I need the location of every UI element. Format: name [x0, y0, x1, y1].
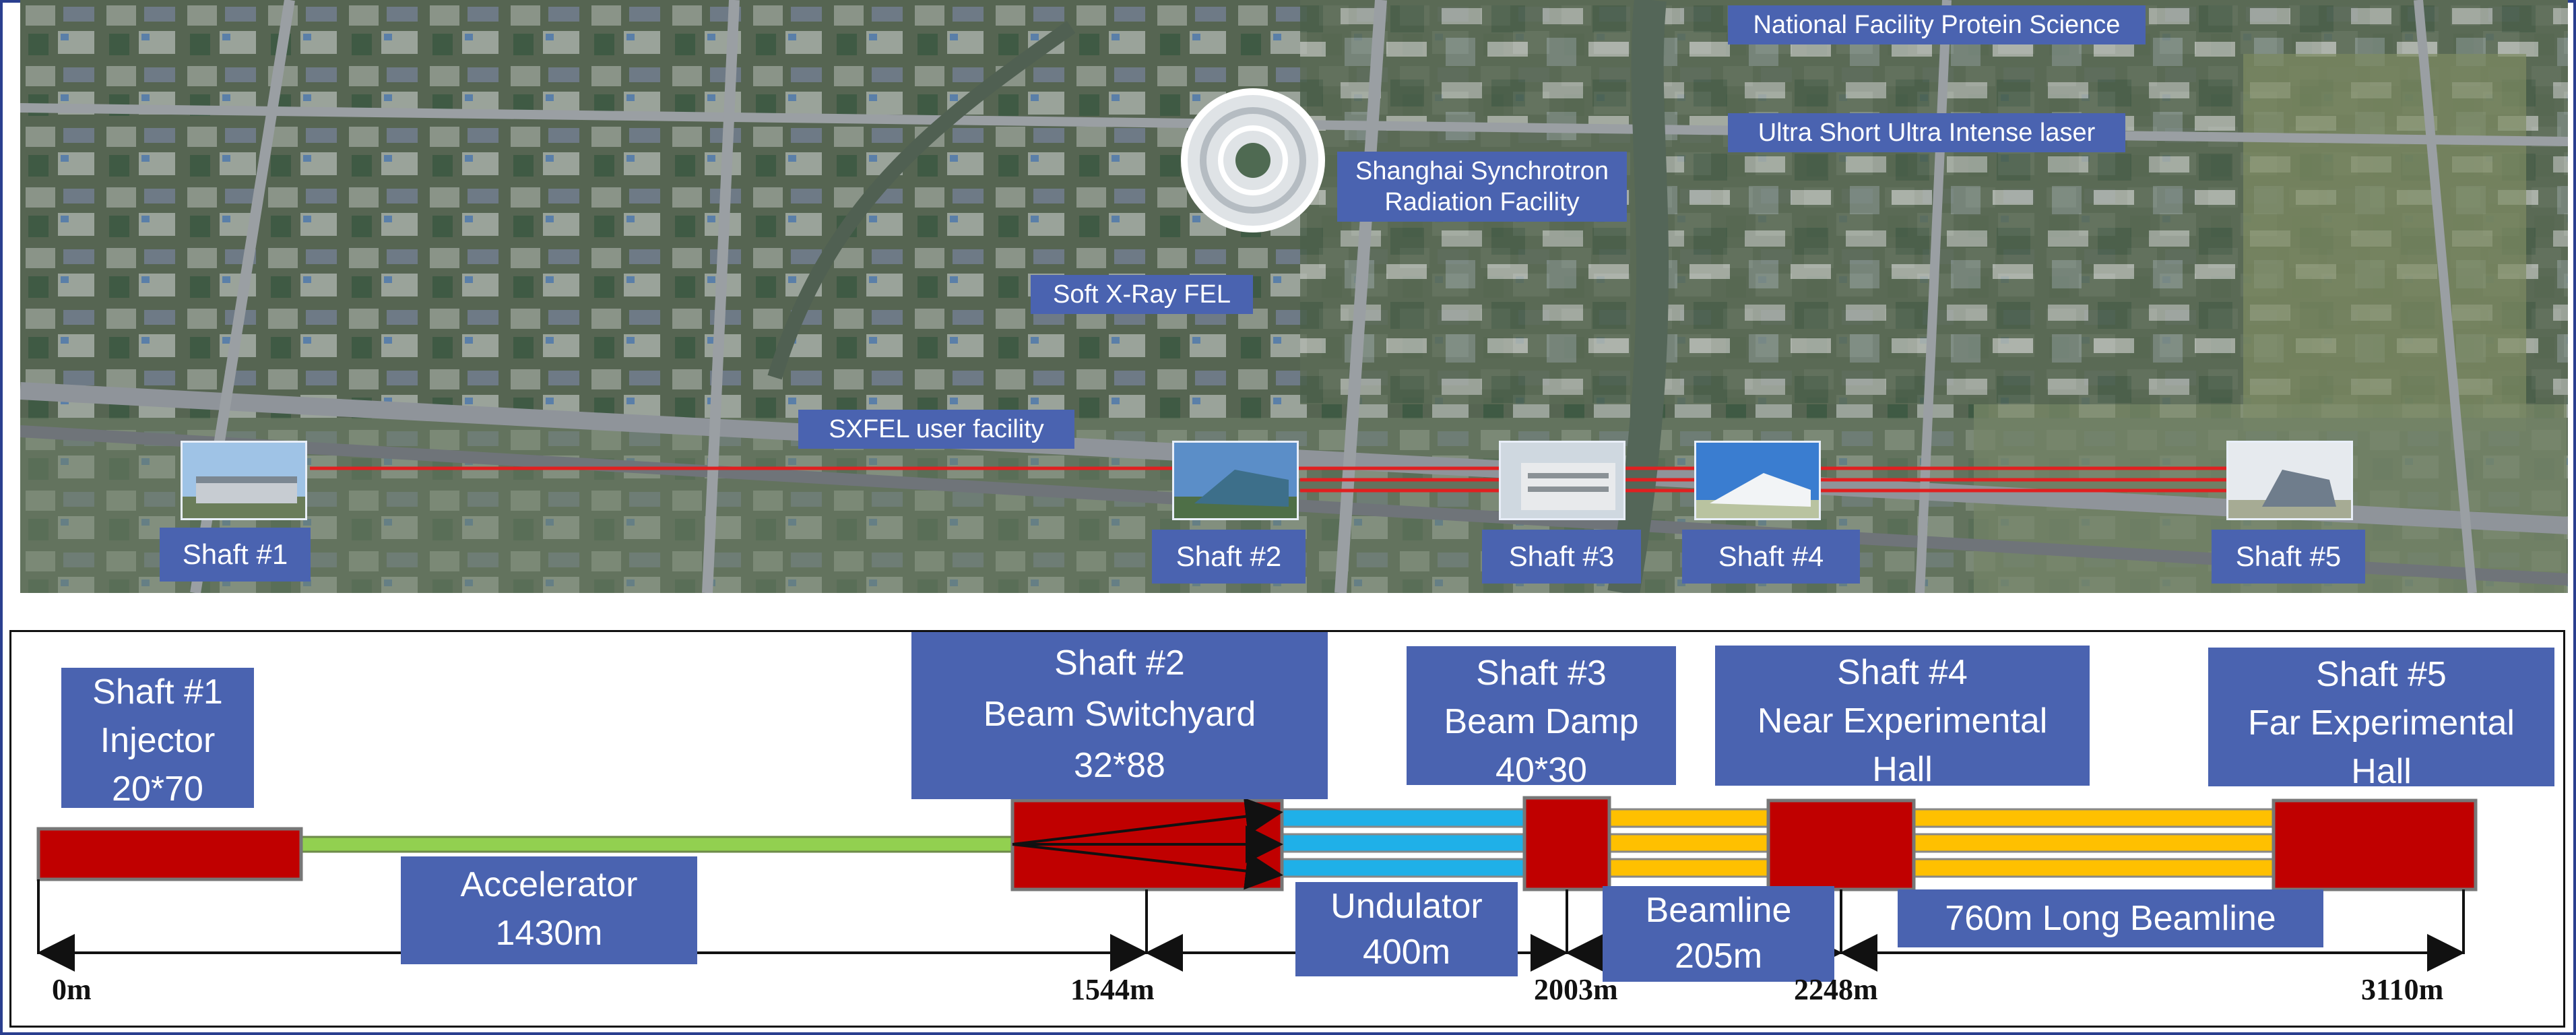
undulator-label: Undulator 400m: [1295, 882, 1518, 976]
shaft-1-label: Shaft #1 Injector 20*70: [61, 668, 254, 808]
undulator-name: Undulator: [1330, 887, 1483, 926]
beamline-line-1: [1607, 808, 1770, 828]
shaft-1-title: Shaft #1: [92, 672, 223, 712]
switchyard-arrow-1: [1012, 797, 1283, 846]
shaft-1-size: 20*70: [112, 770, 203, 808]
shaft-5-hall: Hall: [2351, 752, 2412, 786]
accelerator-name: Accelerator: [460, 865, 638, 904]
shaft-1-function: Injector: [100, 721, 216, 760]
position-0m: 0m: [52, 973, 92, 1006]
beamline-line-3: [1607, 858, 1770, 878]
shaft-2-label: Shaft #2 Beam Switchyard 32*88: [911, 632, 1328, 799]
beamline-label: Beamline 205m: [1603, 886, 1834, 982]
shaft-4-building: [1766, 798, 1916, 891]
shaft-3-function: Beam Damp: [1444, 702, 1639, 741]
label-protein-science: National Facility Protein Science: [1728, 5, 2146, 44]
position-3110m: 3110m: [2361, 973, 2444, 1006]
label-ssrf-line2: Radiation Facility: [1384, 188, 1580, 216]
layout-drawing: [36, 796, 2478, 972]
shaft-3-label: Shaft #3 Beam Damp 40*30: [1407, 646, 1676, 785]
label-ssrf-line1: Shanghai Synchrotron: [1355, 157, 1609, 185]
aerial-shaft-1-label: Shaft #1: [160, 528, 311, 582]
shaft-1-photo: [181, 441, 307, 520]
shaft-5-building: [2272, 798, 2478, 891]
accelerator-bar: [298, 836, 1025, 853]
long-beamline-line-3: [1910, 858, 2288, 878]
position-2003m: 2003m: [1534, 973, 1618, 1006]
shaft-3-size: 40*30: [1495, 751, 1587, 785]
undulator-line-1: [1281, 808, 1533, 828]
beamline-name: Beamline: [1645, 891, 1792, 930]
beamline-length: 205m: [1674, 937, 1763, 976]
shaft-4-function: Near Experimental: [1757, 701, 2048, 741]
shaft-5-function: Far Experimental: [2248, 703, 2515, 743]
long-beamline-line-2: [1910, 833, 2288, 853]
aerial-shaft-5-label: Shaft #5: [2212, 530, 2365, 584]
shaft-1-building: [36, 827, 303, 881]
shaft-2-photo: [1172, 441, 1299, 520]
layout-diagram: Shaft #1 Injector 20*70 Shaft #2 Beam Sw…: [9, 630, 2565, 1028]
accelerator-length: 1430m: [495, 914, 603, 953]
shaft-4-photo: [1694, 441, 1821, 520]
aerial-shaft-2-label: Shaft #2: [1152, 530, 1306, 584]
label-laser: Ultra Short Ultra Intense laser: [1728, 113, 2125, 152]
undulator-line-3: [1281, 858, 1533, 878]
long-beamline-label: 760m Long Beamline: [1898, 889, 2323, 947]
shaft-4-label: Shaft #4 Near Experimental Hall: [1715, 646, 2090, 786]
label-soft-xray-fel: Soft X-Ray FEL: [1031, 275, 1253, 314]
position-1544m: 1544m: [1070, 973, 1155, 1006]
shaft-5-label: Shaft #5 Far Experimental Hall: [2208, 648, 2554, 786]
shaft-2-title: Shaft #2: [1054, 644, 1185, 683]
undulator-line-2: [1281, 833, 1533, 853]
shaft-4-title: Shaft #4: [1837, 653, 1968, 692]
shaft-2-function: Beam Switchyard: [983, 695, 1256, 734]
label-sxfel-user-facility: SXFEL user facility: [798, 410, 1074, 449]
shaft-4-hall: Hall: [1872, 750, 1933, 786]
shaft-3-photo: [1499, 441, 1625, 520]
shaft-3-title: Shaft #3: [1476, 654, 1607, 693]
beamline-line-2: [1607, 833, 1770, 853]
shaft-2-size: 32*88: [1074, 746, 1165, 785]
shaft-3-building: [1522, 796, 1611, 891]
accelerator-label: Accelerator 1430m: [401, 856, 697, 964]
undulator-length: 400m: [1362, 933, 1451, 972]
shaft-5-title: Shaft #5: [2316, 655, 2447, 694]
shaft-5-photo: [2226, 441, 2353, 520]
switchyard-arrow-3: [1012, 843, 1283, 890]
aerial-shaft-4-label: Shaft #4: [1682, 530, 1860, 584]
position-2248m: 2248m: [1794, 973, 1878, 1006]
long-beamline-line-1: [1910, 808, 2288, 828]
aerial-shaft-3-label: Shaft #3: [1482, 530, 1641, 584]
label-ssrf: Shanghai Synchrotron Radiation Facility: [1337, 152, 1627, 222]
